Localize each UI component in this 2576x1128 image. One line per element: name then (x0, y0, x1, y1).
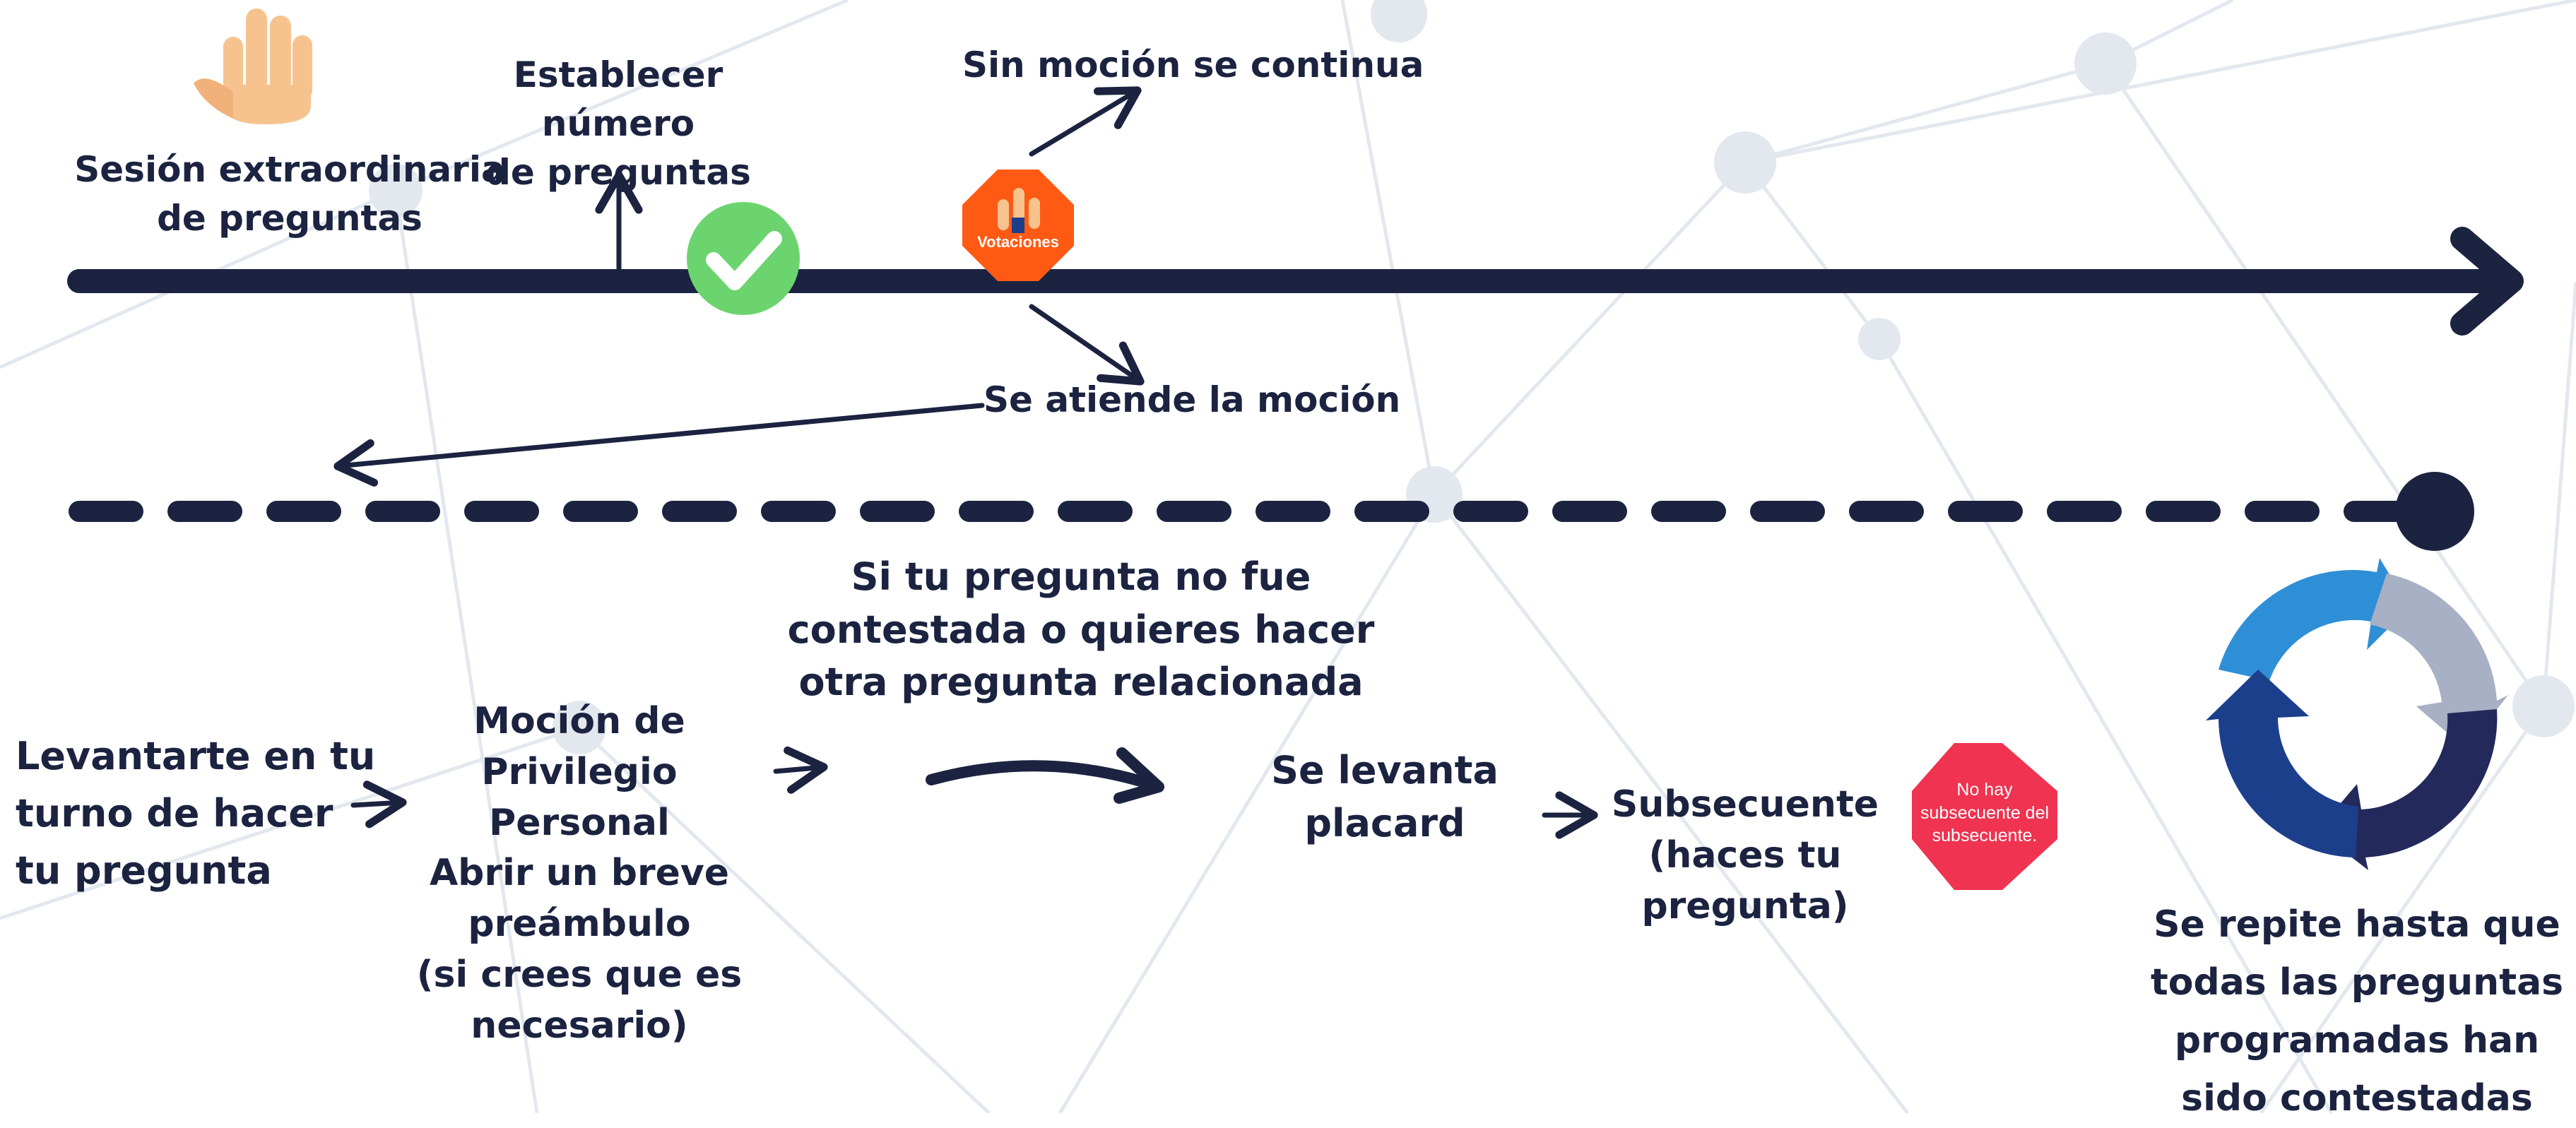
label-stand-up: Levantarte en tu turno de hacer tu pregu… (16, 734, 376, 893)
stop-sign-votes (962, 170, 1074, 281)
label-not-answered: Si tu pregunta no fue contestada o quier… (787, 554, 1375, 705)
arrow-motion-attended (1029, 304, 1145, 386)
arrow-back-left (333, 403, 985, 487)
label-privilege: Moción de Privilegio Personal Abrir un b… (416, 700, 743, 1047)
main-timeline-arrowhead (2450, 227, 2524, 336)
curved-arrow (926, 760, 1164, 792)
label-no-motion: Sin moción se continua (962, 44, 1424, 85)
arrow-to-privilege (350, 780, 407, 829)
label-subsequent: Subsecuente (haces tu pregunta) (1611, 783, 1879, 927)
stop-no-subsequent-label: No hay subsecuente del subsecuente. (1920, 780, 2050, 845)
arrow-to-question (773, 746, 828, 794)
label-motion-attended: Se atiende la moción (983, 379, 1401, 420)
background-nodes (369, 0, 2575, 754)
cycle-arrows-icon (2206, 558, 2508, 870)
label-placard: Se levanta placard (1271, 748, 1499, 845)
check-circle-icon (687, 202, 800, 315)
timeline-end-dot (2395, 472, 2474, 551)
label-session: Sesión extraordinaria de preguntas (74, 149, 505, 239)
stop-sign-no-subsequent (1912, 743, 2057, 890)
stop-votes-label: Votaciones (977, 233, 1059, 251)
raised-hand-icon (194, 8, 312, 124)
raised-hands-icon (998, 188, 1040, 233)
curved-arrow-head (1113, 747, 1164, 804)
label-set-number: Establecer número de preguntas (485, 54, 751, 193)
label-repeat: Se repite hasta que todas las preguntas … (2150, 903, 2564, 1120)
arrow-no-motion (1029, 86, 1142, 157)
